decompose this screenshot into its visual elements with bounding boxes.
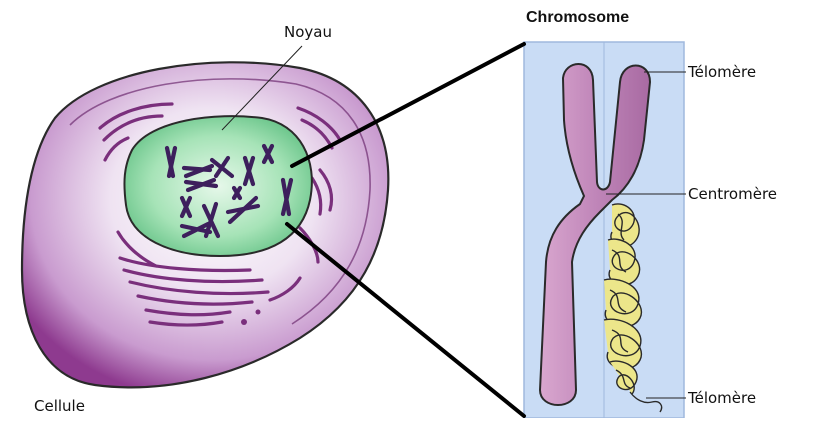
label-telomere-bottom: Télomère — [688, 391, 756, 406]
label-telomere-top: Télomère — [688, 65, 756, 80]
label-noyau: Noyau — [284, 25, 332, 40]
vesicle — [241, 319, 247, 325]
chromosome-panel — [524, 42, 684, 418]
vesicle — [256, 310, 261, 315]
label-chromosome-title: Chromosome — [526, 10, 629, 26]
label-cellule: Cellule — [34, 399, 85, 414]
cell — [22, 62, 388, 387]
label-centromere: Centromère — [688, 187, 777, 202]
chromosome-small — [234, 188, 240, 198]
